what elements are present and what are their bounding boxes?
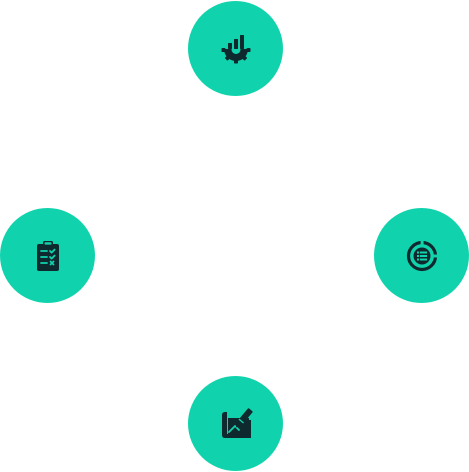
- clipboard-checklist-icon: [31, 239, 65, 273]
- node-top-circle[interactable]: [188, 1, 283, 96]
- drawing-pen-icon: [219, 407, 253, 441]
- node-right-circle[interactable]: [374, 208, 469, 303]
- pie-list-icon: [405, 239, 439, 273]
- node-bottom-circle[interactable]: [188, 376, 283, 471]
- gear-chart-icon: [219, 32, 253, 66]
- node-left-circle[interactable]: [0, 208, 95, 303]
